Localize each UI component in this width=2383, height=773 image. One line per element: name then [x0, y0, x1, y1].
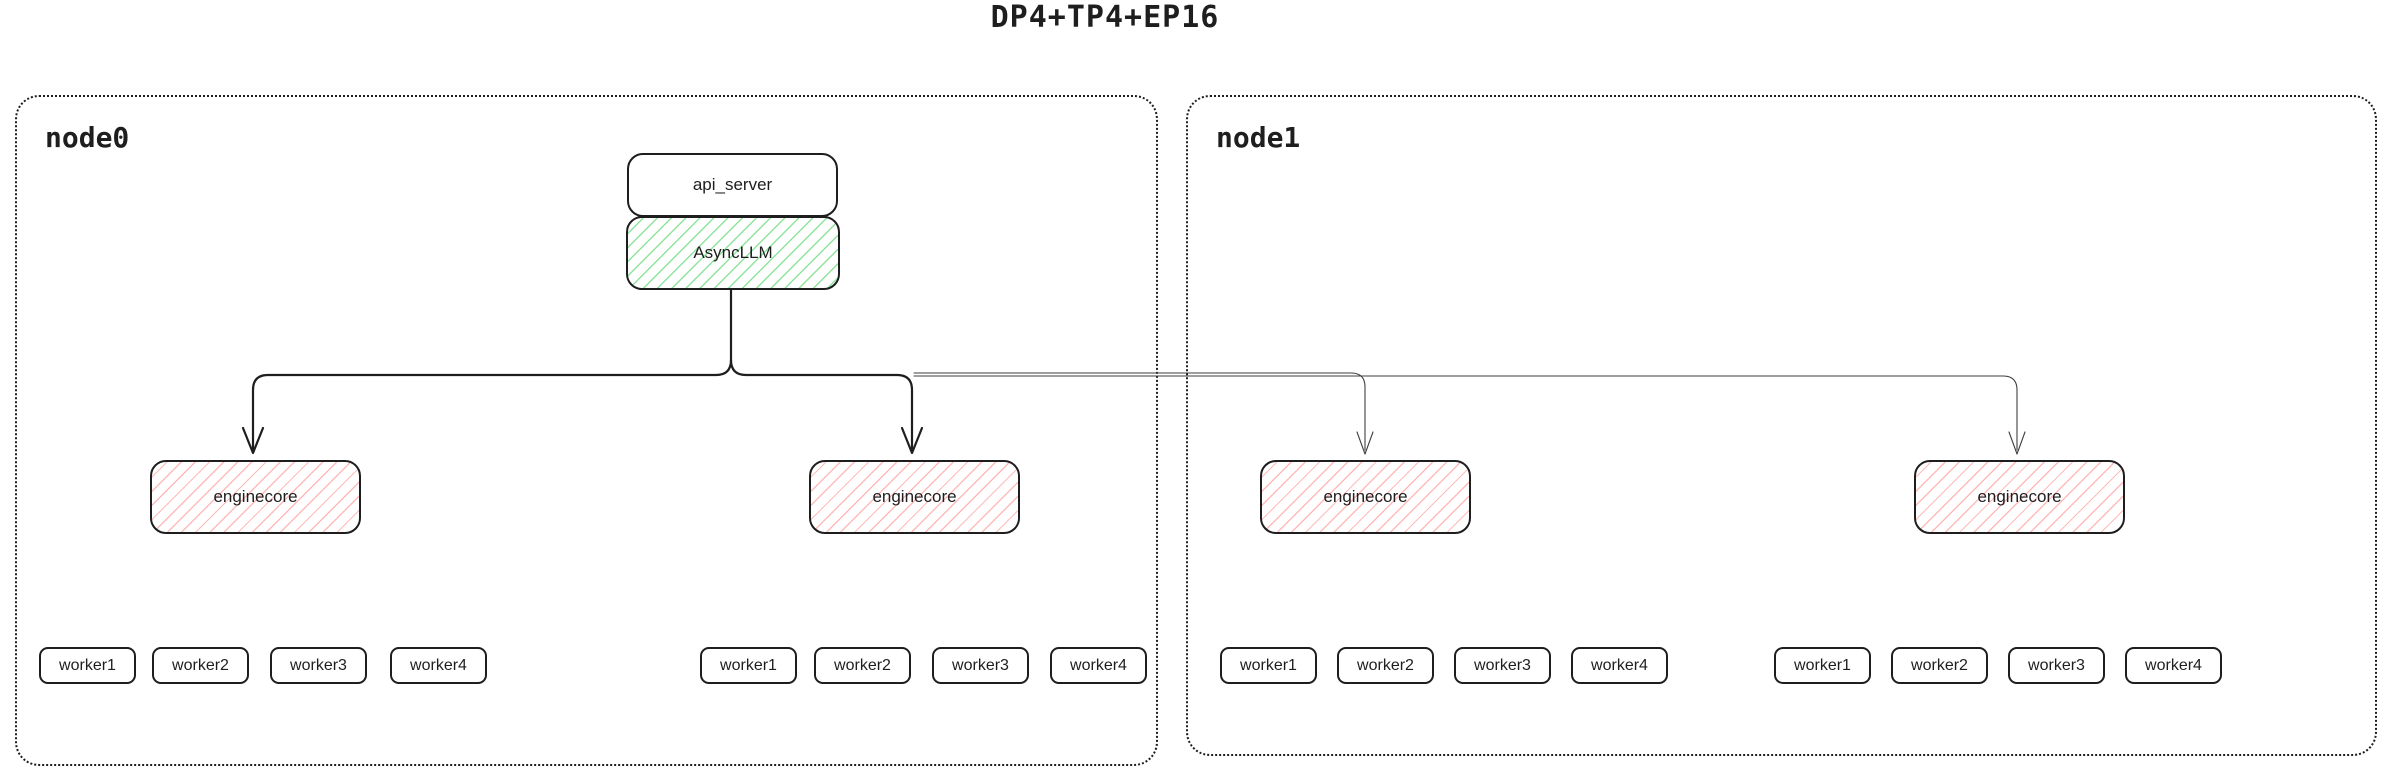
worker-label: worker4: [2145, 656, 2202, 674]
enginecore-box-1: enginecore: [150, 460, 361, 534]
worker-box: worker2: [1337, 647, 1434, 684]
worker-box: worker2: [1891, 647, 1988, 684]
worker-box: worker3: [2008, 647, 2105, 684]
worker-label: worker1: [1240, 656, 1297, 674]
worker-box: worker4: [1050, 647, 1147, 684]
worker-box: worker1: [39, 647, 136, 684]
worker-label: worker1: [1794, 656, 1851, 674]
worker-label: worker3: [1474, 656, 1531, 674]
worker-box: worker3: [270, 647, 367, 684]
worker-label: worker4: [410, 656, 467, 674]
worker-label: worker4: [1070, 656, 1127, 674]
worker-box: worker4: [390, 647, 487, 684]
worker-box: worker2: [152, 647, 249, 684]
enginecore-box-3: enginecore: [1260, 460, 1471, 534]
worker-label: worker2: [1357, 656, 1414, 674]
worker-label: worker2: [1911, 656, 1968, 674]
node0-label: node0: [45, 121, 130, 154]
worker-label: worker2: [834, 656, 891, 674]
worker-box: worker1: [700, 647, 797, 684]
worker-box: worker1: [1220, 647, 1317, 684]
enginecore-label: enginecore: [213, 487, 298, 506]
worker-box: worker4: [2125, 647, 2222, 684]
worker-box: worker2: [814, 647, 911, 684]
enginecore-label: enginecore: [1977, 487, 2062, 506]
worker-box: worker3: [932, 647, 1029, 684]
node1-container: node1 enginecore enginecore worker1 work…: [1186, 95, 2377, 756]
worker-label: worker1: [720, 656, 777, 674]
api-server-box: api_server: [627, 153, 838, 217]
enginecore-label: enginecore: [1323, 487, 1408, 506]
worker-box: worker3: [1454, 647, 1551, 684]
worker-box: worker1: [1774, 647, 1871, 684]
worker-label: worker3: [2028, 656, 2085, 674]
worker-box: worker4: [1571, 647, 1668, 684]
node0-container: node0 api_server AsyncLLM enginecore eng…: [15, 95, 1158, 766]
enginecore-label: enginecore: [872, 487, 957, 506]
node1-label: node1: [1216, 121, 1301, 154]
api-server-label: api_server: [692, 175, 773, 194]
worker-label: worker4: [1591, 656, 1648, 674]
asyncllm-label: AsyncLLM: [693, 243, 773, 262]
worker-label: worker3: [290, 656, 347, 674]
worker-label: worker3: [952, 656, 1009, 674]
diagram-title: DP4+TP4+EP16: [990, 0, 1220, 35]
enginecore-box-4: enginecore: [1914, 460, 2125, 534]
asyncllm-box: AsyncLLM: [626, 216, 840, 290]
enginecore-box-2: enginecore: [809, 460, 1020, 534]
worker-label: worker2: [172, 656, 229, 674]
worker-label: worker1: [59, 656, 116, 674]
